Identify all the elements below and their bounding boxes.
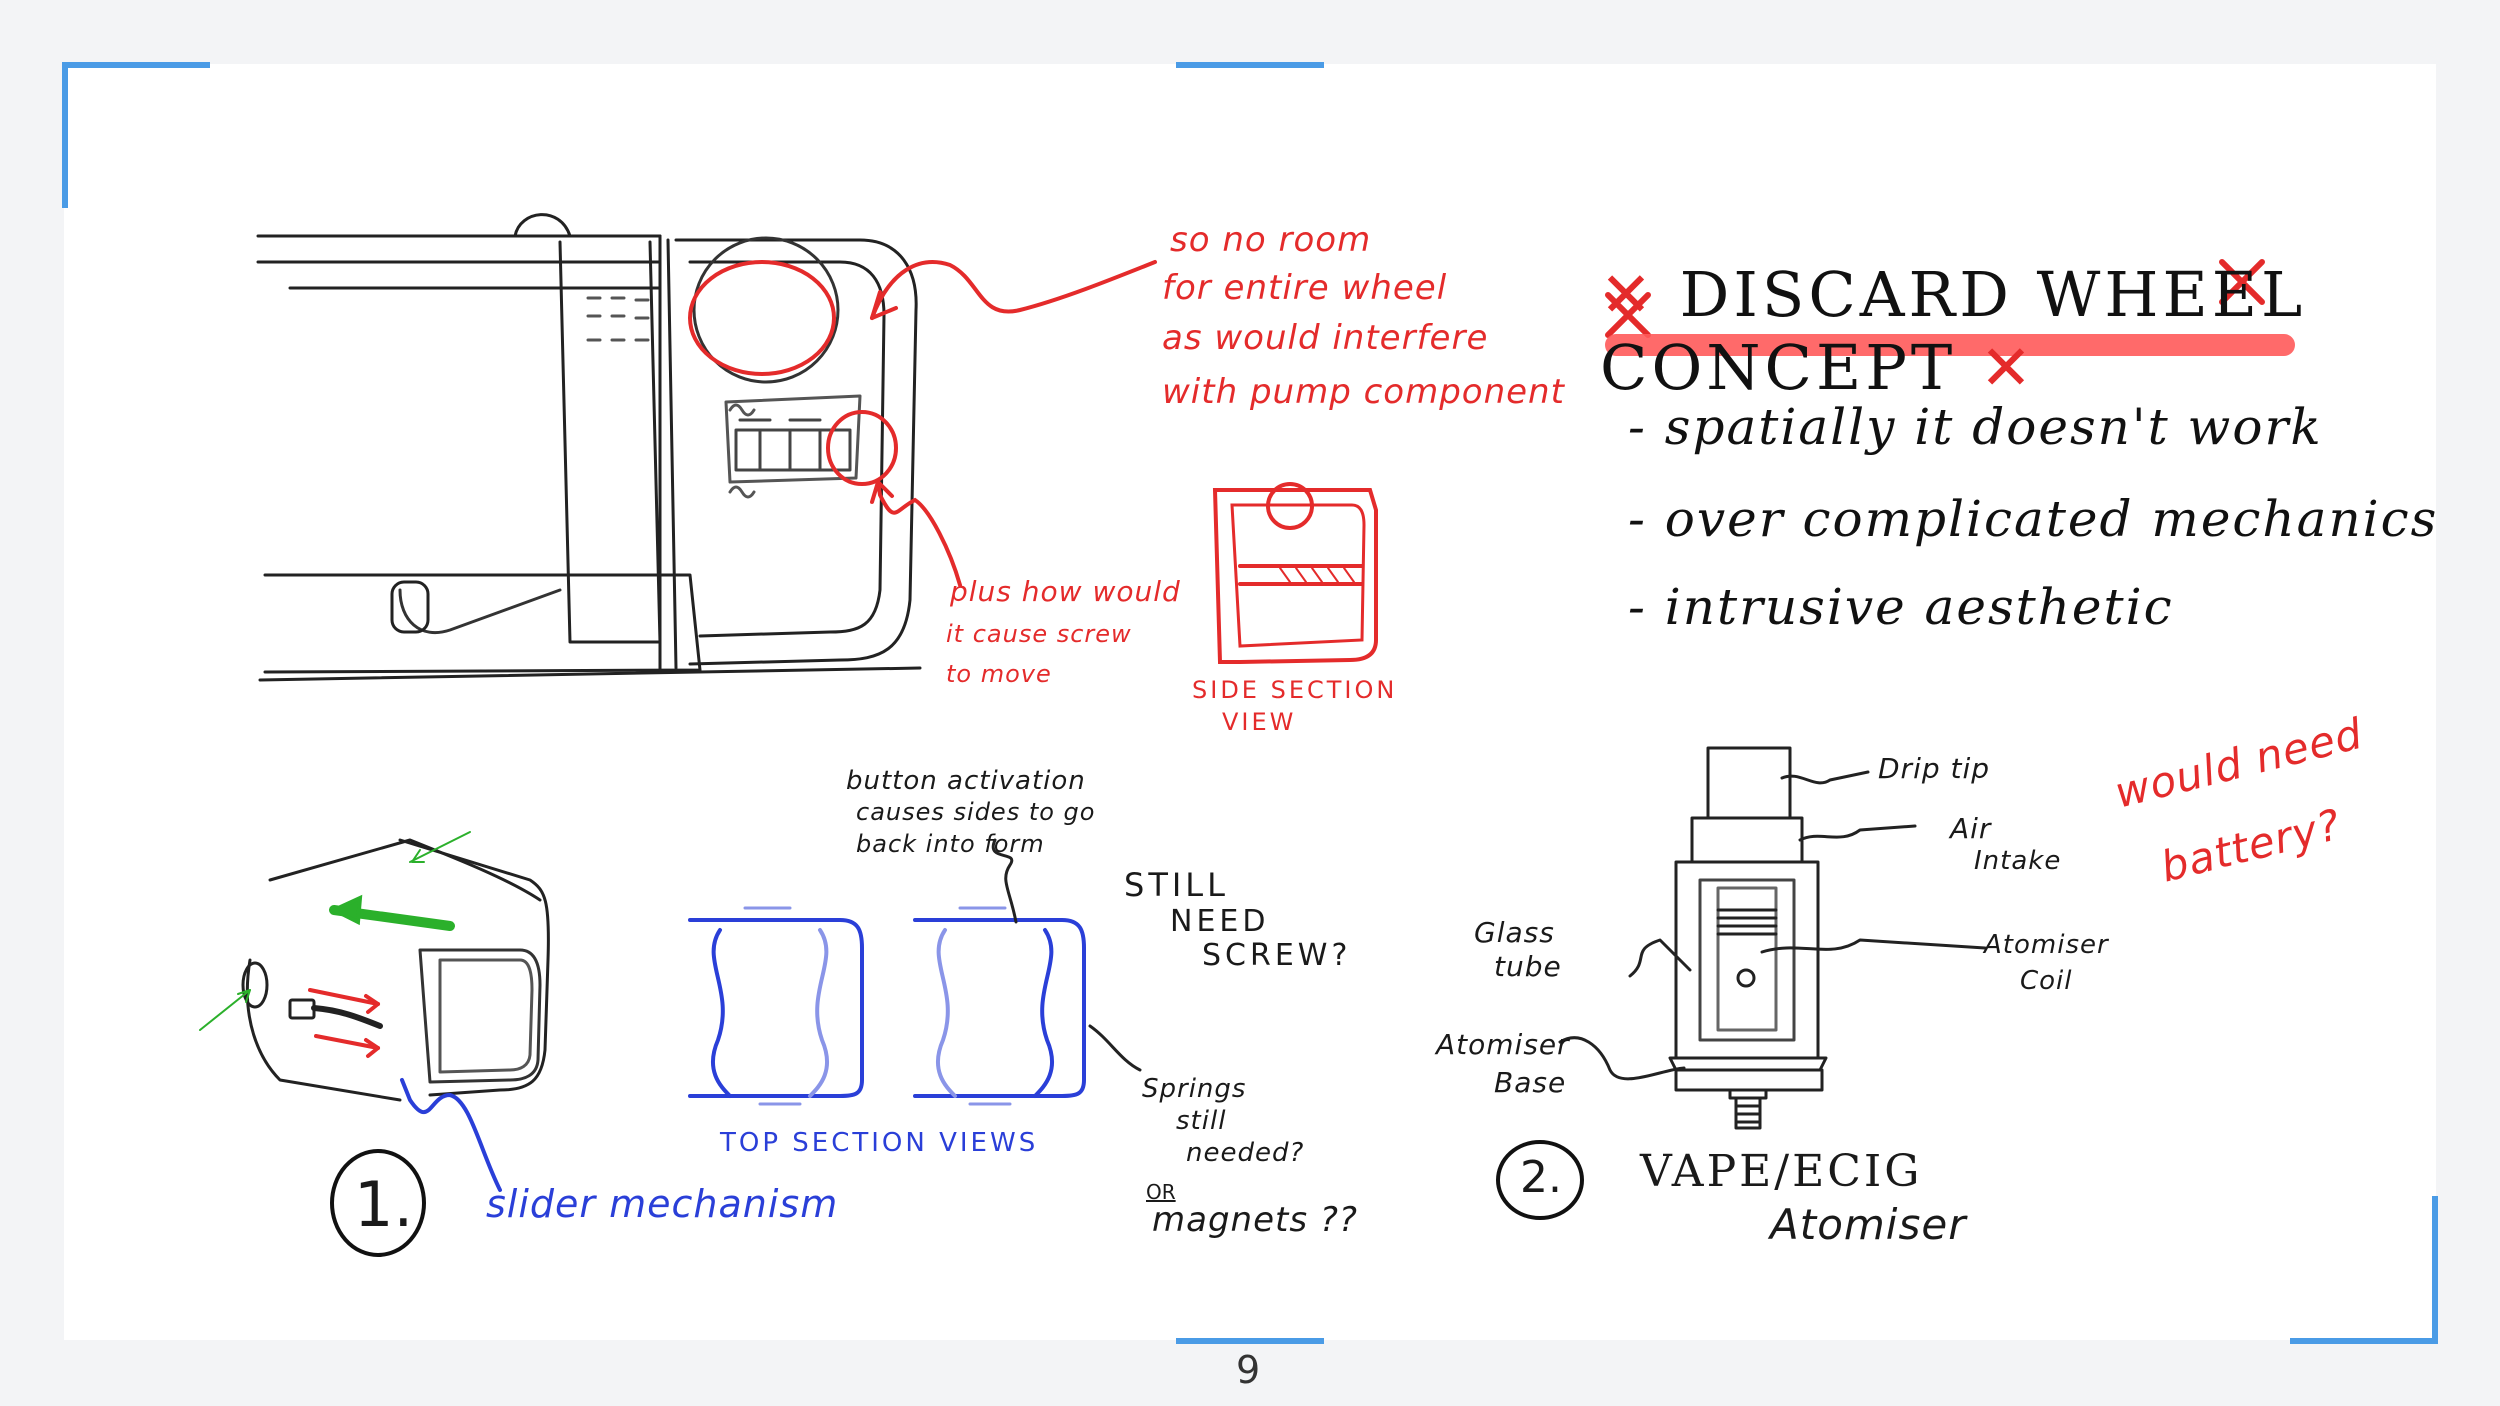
annotation-line: Springs <box>1142 1074 1247 1104</box>
annotation-line: back into form <box>856 830 1045 858</box>
annotation-line: still <box>1176 1106 1227 1136</box>
corner-bracket-bottom-right-vertical <box>2432 1196 2438 1344</box>
annotation-line: Atomiser <box>1984 930 2109 960</box>
title-highlight-stroke <box>1605 334 2295 356</box>
concept-one-circle <box>330 1149 426 1257</box>
slide-page <box>64 64 2436 1340</box>
annotation-line: Intake <box>1974 846 2062 876</box>
annotation-line: with pump component <box>1162 372 1565 412</box>
annotation-line: needed? <box>1186 1138 1305 1168</box>
wheel-highlight-circle <box>688 260 836 376</box>
annotation-line: tube <box>1494 950 1562 983</box>
annotation-line: NEED <box>1170 904 1270 939</box>
corner-bracket-top-left <box>62 62 210 68</box>
annotation-line: SIDE SECTION <box>1192 676 1398 704</box>
atomiser-sketch <box>1558 746 1987 1130</box>
annotation-line: as would interfere <box>1162 318 1489 358</box>
top-section-views-label: TOP SECTION VIEWS <box>720 1128 1039 1158</box>
top-section-views <box>688 906 1086 1106</box>
annotation-line: plus how would <box>950 575 1181 608</box>
annotation-line: OR <box>1146 1180 1176 1204</box>
annotation-line: to move <box>946 660 1052 688</box>
concept-two-number: 2. <box>1520 1152 1562 1203</box>
annotation-line: SCREW? <box>1202 938 1352 973</box>
annotation-line: VIEW <box>1222 708 1297 736</box>
discard-title-text: DISCARD WHEEL CONCEPT <box>1600 258 2307 404</box>
annotation-line: so no room <box>1170 220 1372 260</box>
corner-bracket-top-center <box>1176 62 1324 68</box>
annotation-line: Coil <box>2020 966 2073 996</box>
corner-bracket-bottom-center <box>1176 1338 1324 1344</box>
page-number: 9 <box>1236 1348 1261 1392</box>
annotation-line: Atomiser <box>1436 1028 1570 1061</box>
red-x-icon: ✕ <box>1600 258 1656 331</box>
annotation-line: STILL <box>1124 866 1229 904</box>
concept-two-circle <box>1496 1140 1584 1220</box>
discard-bullet: - over complicated mechanics <box>1628 490 2439 548</box>
annotation-line: Air <box>1950 812 1992 845</box>
discard-bullet: - intrusive aesthetic <box>1628 578 2174 636</box>
corner-bracket-top-left-vertical <box>62 62 68 208</box>
annotation-line: for entire wheel <box>1162 268 1448 308</box>
device-outline-top <box>256 234 662 264</box>
annotation-line: Glass <box>1474 916 1555 949</box>
discard-title: ✕ DISCARD WHEEL CONCEPT ✕ <box>1600 258 2500 404</box>
corner-bracket-bottom-right <box>2290 1338 2438 1344</box>
annotation-line: magnets ?? <box>1152 1200 1358 1240</box>
annotation-line: causes sides to go <box>856 798 1096 826</box>
discard-bullet: - spatially it doesn't work <box>1628 398 2323 456</box>
concept-one-number: 1. <box>354 1168 414 1241</box>
slider-mechanism-label: slider mechanism <box>486 1182 839 1226</box>
annotation-line: button activation <box>846 766 1086 796</box>
annotation-line: Atomiser <box>1770 1200 1967 1249</box>
red-x-icon: ✕ <box>1980 331 2036 404</box>
annotation-line: Base <box>1494 1066 1567 1099</box>
annotation-line: it cause screw <box>946 620 1132 648</box>
drip-tip-label: Drip tip <box>1878 752 1991 785</box>
annotation-line: VAPE/ECIG <box>1640 1146 1923 1197</box>
